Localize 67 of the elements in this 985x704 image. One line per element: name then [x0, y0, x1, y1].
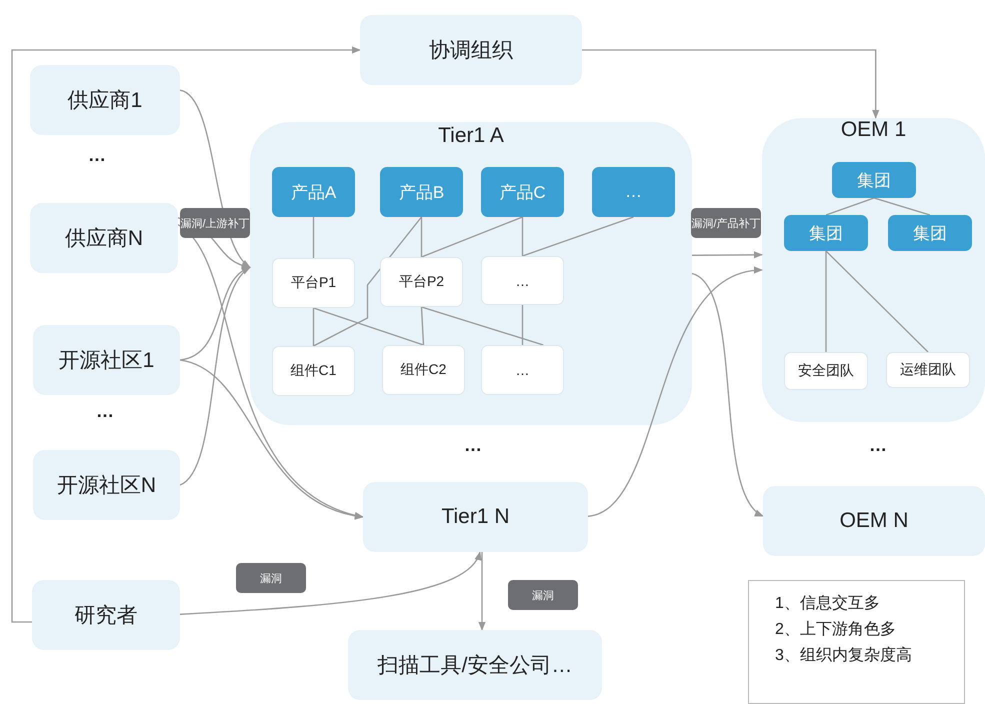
tag-label: 漏洞/上游补丁: [180, 208, 250, 238]
group-box: 集团: [888, 215, 972, 251]
tag-label: 漏洞/产品补丁: [691, 208, 761, 238]
platform-box: 平台P2: [380, 257, 463, 307]
arrow: [692, 272, 764, 517]
role-box: Tier1 N: [363, 482, 588, 552]
connector-line: [313, 307, 424, 346]
product-box: 产品C: [481, 167, 564, 217]
arrow: [180, 551, 481, 615]
panel-title: OEM 1: [840, 118, 908, 142]
group-box: 集团: [784, 215, 868, 251]
product-box: …: [592, 167, 675, 217]
ellipsis: …: [88, 145, 106, 166]
connector-line: [522, 216, 634, 257]
arrow: [692, 251, 763, 258]
arrow: [180, 90, 251, 268]
role-box: OEM N: [763, 486, 985, 556]
group-box: 集团: [832, 162, 916, 198]
note-text: 3、组织内复杂度高: [775, 646, 913, 666]
arrow: [588, 268, 763, 517]
connector-line: [826, 250, 928, 352]
arrow: [180, 266, 251, 486]
connector-line: [421, 306, 544, 346]
role-box: 供应商N: [30, 203, 178, 273]
role-box: 协调组织: [360, 15, 582, 85]
role-box: 扫描工具/安全公司…: [348, 630, 602, 700]
note-text: 2、上下游角色多: [775, 620, 897, 640]
note-text: 1、信息交互多: [775, 594, 881, 614]
connector-line: [421, 216, 523, 258]
connector-line: [825, 251, 827, 352]
ellipsis: …: [464, 435, 482, 456]
platform-box: 平台P1: [272, 258, 355, 308]
arrow: [11, 46, 361, 623]
product-box: 产品A: [272, 167, 355, 217]
product-box: 产品B: [380, 167, 463, 217]
arrow: [180, 266, 251, 361]
panel-title: Tier1 A: [437, 124, 505, 148]
connector-line: [826, 197, 874, 216]
team-box: 运维团队: [886, 352, 970, 388]
tag-label: 漏洞: [236, 563, 306, 593]
ellipsis: …: [96, 401, 114, 422]
connector-line: [874, 197, 930, 216]
ellipsis: …: [869, 435, 887, 456]
company-panel: [250, 122, 692, 425]
note-box: [748, 580, 965, 704]
arrow: [178, 224, 364, 518]
connector-line: [420, 306, 424, 346]
arrow: [478, 552, 486, 631]
component-box: …: [481, 345, 564, 395]
role-box: 供应商1: [30, 65, 180, 135]
connector-line: [312, 308, 314, 346]
connector-line: [522, 305, 524, 345]
connector-line: [420, 217, 422, 257]
company-panel: [762, 118, 985, 422]
arrow: [582, 49, 880, 119]
role-box: 开源社区N: [33, 450, 180, 520]
platform-box: …: [481, 256, 564, 305]
tag-label: 漏洞: [508, 580, 578, 610]
role-box: 开源社区1: [33, 325, 180, 395]
team-box: 安全团队: [784, 352, 868, 390]
component-box: 组件C1: [272, 346, 355, 396]
arrow: [180, 359, 364, 519]
connector-line: [522, 217, 524, 256]
role-box: 研究者: [32, 580, 180, 650]
connector-line: [313, 216, 422, 347]
component-box: 组件C2: [382, 345, 465, 395]
connector-line: [312, 217, 314, 258]
